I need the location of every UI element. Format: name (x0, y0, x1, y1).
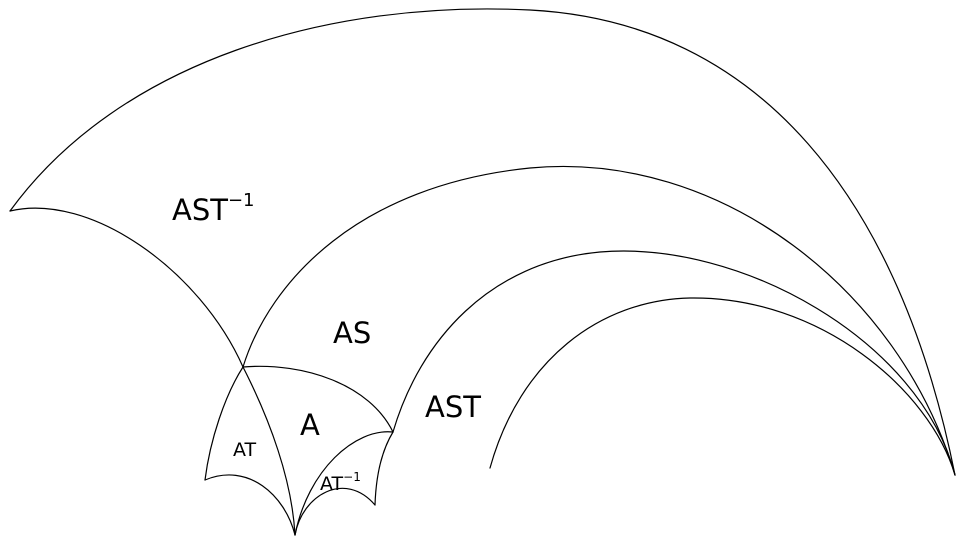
arc-a-top (242, 365, 394, 433)
label-ast-inverse: AST−1 (172, 190, 255, 227)
arc-at-left (204, 366, 244, 481)
label-at-inverse: AT−1 (320, 470, 361, 495)
arc-at-inv-bottom (294, 487, 376, 536)
label-at: AT (233, 439, 257, 461)
outer-arc-3 (392, 250, 956, 476)
arc-a-bottom (294, 431, 394, 536)
arc-at-bottom (204, 474, 296, 536)
label-ast: AST (425, 390, 481, 424)
label-a: A (300, 408, 320, 442)
outer-arc-4 (489, 297, 956, 476)
outer-arc-1 (9, 8, 956, 476)
arc-a-left (242, 366, 296, 536)
left-arc-ast-inv (9, 207, 244, 368)
label-as: AS (333, 316, 371, 350)
outer-arc-2 (242, 165, 956, 476)
arc-at-inv-right (374, 431, 394, 506)
